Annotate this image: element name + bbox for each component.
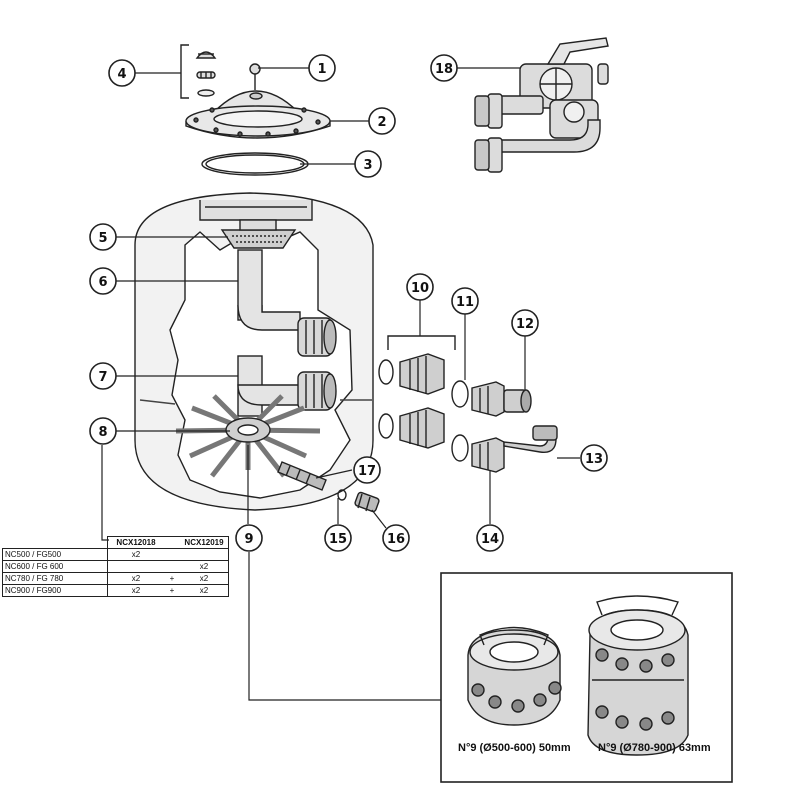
inset-box (440, 572, 733, 783)
drain-plug-parts (337, 489, 380, 513)
svg-text:18: 18 (435, 62, 453, 77)
callout-3: 3 (354, 150, 382, 178)
table-cell-model: NC500 / FG500 (2, 548, 108, 561)
table-cell-ncx12018 (107, 560, 164, 573)
callout-12: 12 (511, 309, 539, 337)
center-pipe (237, 249, 337, 357)
callout-2: 2 (368, 107, 396, 135)
leader-lines (101, 67, 580, 701)
table-cell-model: NC900 / FG900 (2, 584, 108, 597)
table-header-row: NCX12018 NCX12019 (3, 536, 229, 549)
callout-10: 10 (406, 273, 434, 301)
lid-o-ring (201, 152, 309, 176)
svg-text:11: 11 (456, 295, 474, 310)
table-row: NC900 / FG900 x2 + x2 (2, 584, 229, 597)
svg-text:9: 9 (244, 532, 253, 547)
lid-assembly (180, 44, 331, 176)
collector-63mm (587, 595, 689, 756)
lateral-pipe (237, 355, 337, 417)
callout-4: 4 (108, 59, 136, 87)
svg-text:4: 4 (117, 67, 126, 82)
table-cell-model: NC780 / FG 780 (2, 572, 108, 585)
callout-11: 11 (451, 287, 479, 315)
svg-text:5: 5 (98, 231, 107, 246)
table-header-ncx12019: NCX12019 (180, 536, 229, 549)
collector-50mm (467, 626, 562, 726)
callout-15: 15 (324, 524, 352, 552)
table-cell-ncx12019: x2 (180, 584, 229, 597)
vent-knob (249, 63, 261, 90)
table-cell-ncx12018: x2 (107, 572, 164, 585)
callout-18: 18 (430, 54, 458, 82)
callout-1: 1 (308, 54, 336, 82)
svg-text:17: 17 (358, 464, 376, 479)
table-cell-ncx12019 (180, 548, 229, 561)
callout-9: 9 (235, 524, 263, 552)
callout-5: 5 (89, 223, 117, 251)
svg-text:3: 3 (363, 158, 372, 173)
caption-50mm: N°9 (Ø500-600) 50mm (458, 742, 571, 754)
svg-text:6: 6 (98, 275, 107, 290)
svg-text:13: 13 (585, 452, 603, 467)
table-cell-ncx12019: x2 (180, 560, 229, 573)
table-cell-plus: + (164, 572, 180, 585)
table-cell-plus (164, 548, 180, 561)
svg-text:8: 8 (98, 425, 107, 440)
table-cell-ncx12018: x2 (107, 584, 164, 597)
svg-text:14: 14 (481, 532, 499, 547)
svg-text:16: 16 (387, 532, 405, 547)
compatibility-table: NCX12018 NCX12019 NC500 / FG500 x2 NC600… (2, 536, 229, 597)
table-header-ncx12018: NCX12018 (107, 536, 164, 549)
svg-text:2: 2 (377, 115, 386, 130)
svg-text:7: 7 (98, 370, 107, 385)
svg-text:10: 10 (411, 281, 429, 296)
callout-6: 6 (89, 267, 117, 295)
multiport-valve (474, 37, 609, 173)
table-header-empty (3, 537, 108, 549)
callout-16: 16 (382, 524, 410, 552)
table-header-spacer (164, 536, 180, 549)
svg-text:15: 15 (329, 532, 347, 547)
diffuser (220, 219, 297, 249)
svg-text:12: 12 (516, 317, 534, 332)
small-parts-group (180, 44, 217, 99)
table-cell-plus (164, 560, 180, 573)
table-row: NC500 / FG500 x2 (2, 548, 229, 561)
svg-text:1: 1 (317, 62, 326, 77)
callout-14: 14 (476, 524, 504, 552)
table-cell-plus: + (164, 584, 180, 597)
caption-63mm: N°9 (Ø780-900) 63mm (598, 742, 711, 754)
callout-17: 17 (353, 456, 381, 484)
dome-lid (185, 90, 331, 139)
callout-8: 8 (89, 417, 117, 445)
drain-pipe (277, 461, 327, 491)
filter-tank (134, 192, 380, 513)
table-cell-model: NC600 / FG 600 (2, 560, 108, 573)
union-fittings (378, 335, 558, 473)
table-cell-ncx12019: x2 (180, 572, 229, 585)
callout-7: 7 (89, 362, 117, 390)
table-row: NC780 / FG 780 x2 + x2 (2, 572, 229, 585)
callout-13: 13 (580, 444, 608, 472)
table-cell-ncx12018: x2 (107, 548, 164, 561)
table-row: NC600 / FG 600 x2 (2, 560, 229, 573)
callouts: 1 2 3 4 5 6 7 8 9 10 11 12 13 14 15 16 1… (89, 54, 608, 552)
